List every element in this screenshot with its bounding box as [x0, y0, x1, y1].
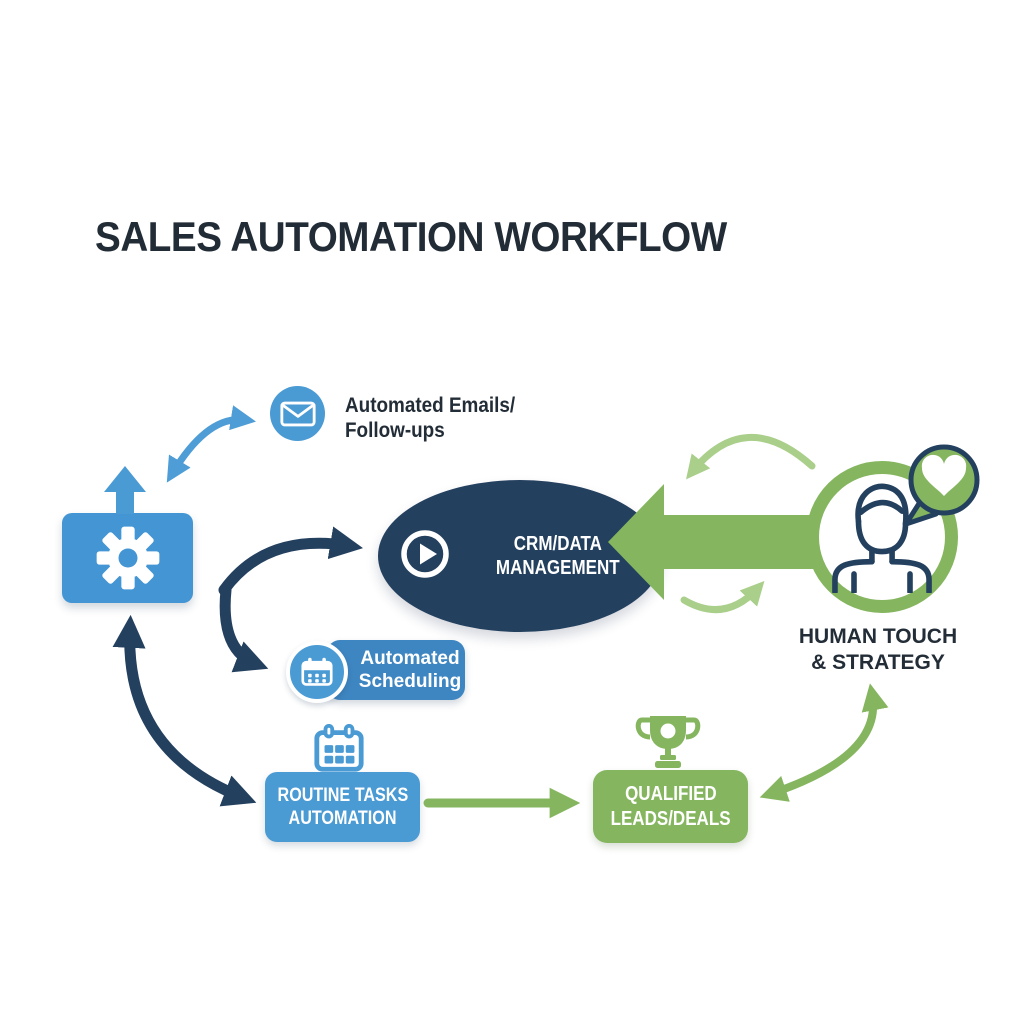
- routine-tasks-node: ROUTINE TASKS AUTOMATION: [265, 772, 420, 842]
- calendar-icon: [314, 724, 364, 772]
- person-icon: [832, 483, 932, 593]
- arrow-gear-crm: [218, 526, 364, 596]
- cycle-arc-lower: [680, 580, 765, 614]
- arrow-qualified-human: [759, 683, 889, 802]
- heart-speech-bubble-icon: [903, 444, 980, 527]
- human-touch-label: HUMAN TOUCH & STRATEGY: [798, 625, 958, 674]
- diagram-title: SALES AUTOMATION WORKFLOW: [95, 213, 727, 260]
- arrow-gear-emails: [166, 405, 256, 483]
- automated-scheduling-node: Automated Scheduling: [327, 640, 465, 700]
- automated-scheduling-icon-circle: [286, 641, 348, 703]
- crm-label: CRM/DATA MANAGEMENT: [496, 532, 620, 579]
- arrow-gear-routine: [112, 614, 257, 807]
- automated-emails-node: [270, 386, 325, 441]
- trophy-icon: [635, 716, 701, 768]
- play-icon: [401, 530, 449, 578]
- qualified-leads-node: QUALIFIED LEADS/DEALS: [593, 770, 748, 843]
- calendar-icon: [301, 657, 333, 686]
- gear-up-arrow: [104, 466, 146, 514]
- heart-icon: [921, 454, 967, 496]
- gear-icon: [96, 526, 159, 590]
- envelope-icon: [279, 401, 316, 427]
- cycle-arc-upper: [686, 433, 816, 480]
- automated-emails-label: Automated Emails/ Follow-ups: [345, 394, 516, 442]
- automation-engine-node: [62, 513, 193, 603]
- arrow-gear-scheduling: [219, 584, 269, 673]
